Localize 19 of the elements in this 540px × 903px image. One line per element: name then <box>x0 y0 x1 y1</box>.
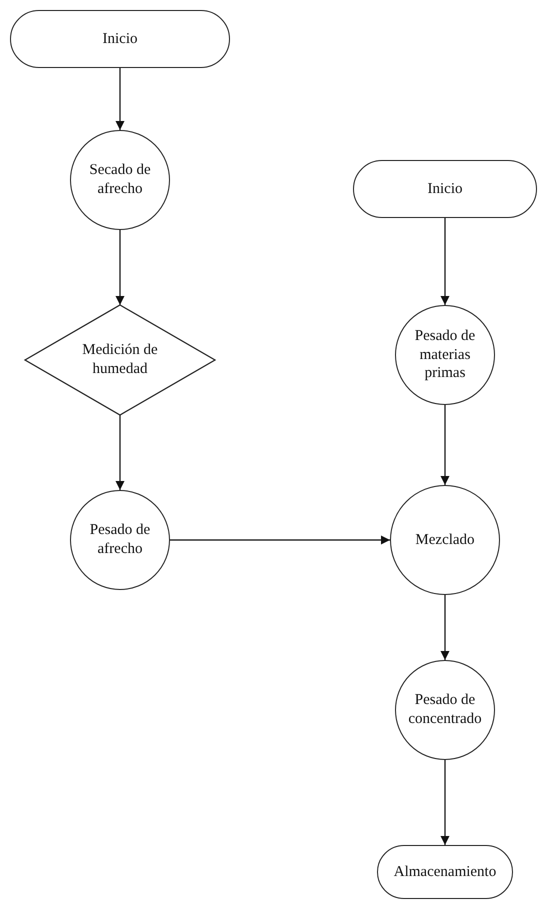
node-label: Secado de afrecho <box>88 161 152 199</box>
node-label: Pesado de materias primas <box>414 326 476 384</box>
arrow <box>440 595 450 660</box>
arrow <box>440 405 450 485</box>
node-label: Inicio <box>102 30 138 48</box>
node-label: Pesado de afrecho <box>88 521 152 559</box>
node-label: Medición de humedad <box>81 341 159 379</box>
arrow <box>170 536 390 544</box>
node-label: Inicio <box>426 180 464 198</box>
arrow <box>440 218 450 305</box>
arrow <box>440 760 450 845</box>
node-label: Almacenamiento <box>392 862 498 882</box>
arrow <box>116 230 124 305</box>
decision-diamond <box>25 305 215 415</box>
node-label: Pesado de concentrado <box>407 691 483 729</box>
arrow <box>116 68 124 130</box>
terminal-box <box>377 845 513 899</box>
arrow <box>116 415 124 490</box>
node-label: Mezclado <box>414 530 476 550</box>
